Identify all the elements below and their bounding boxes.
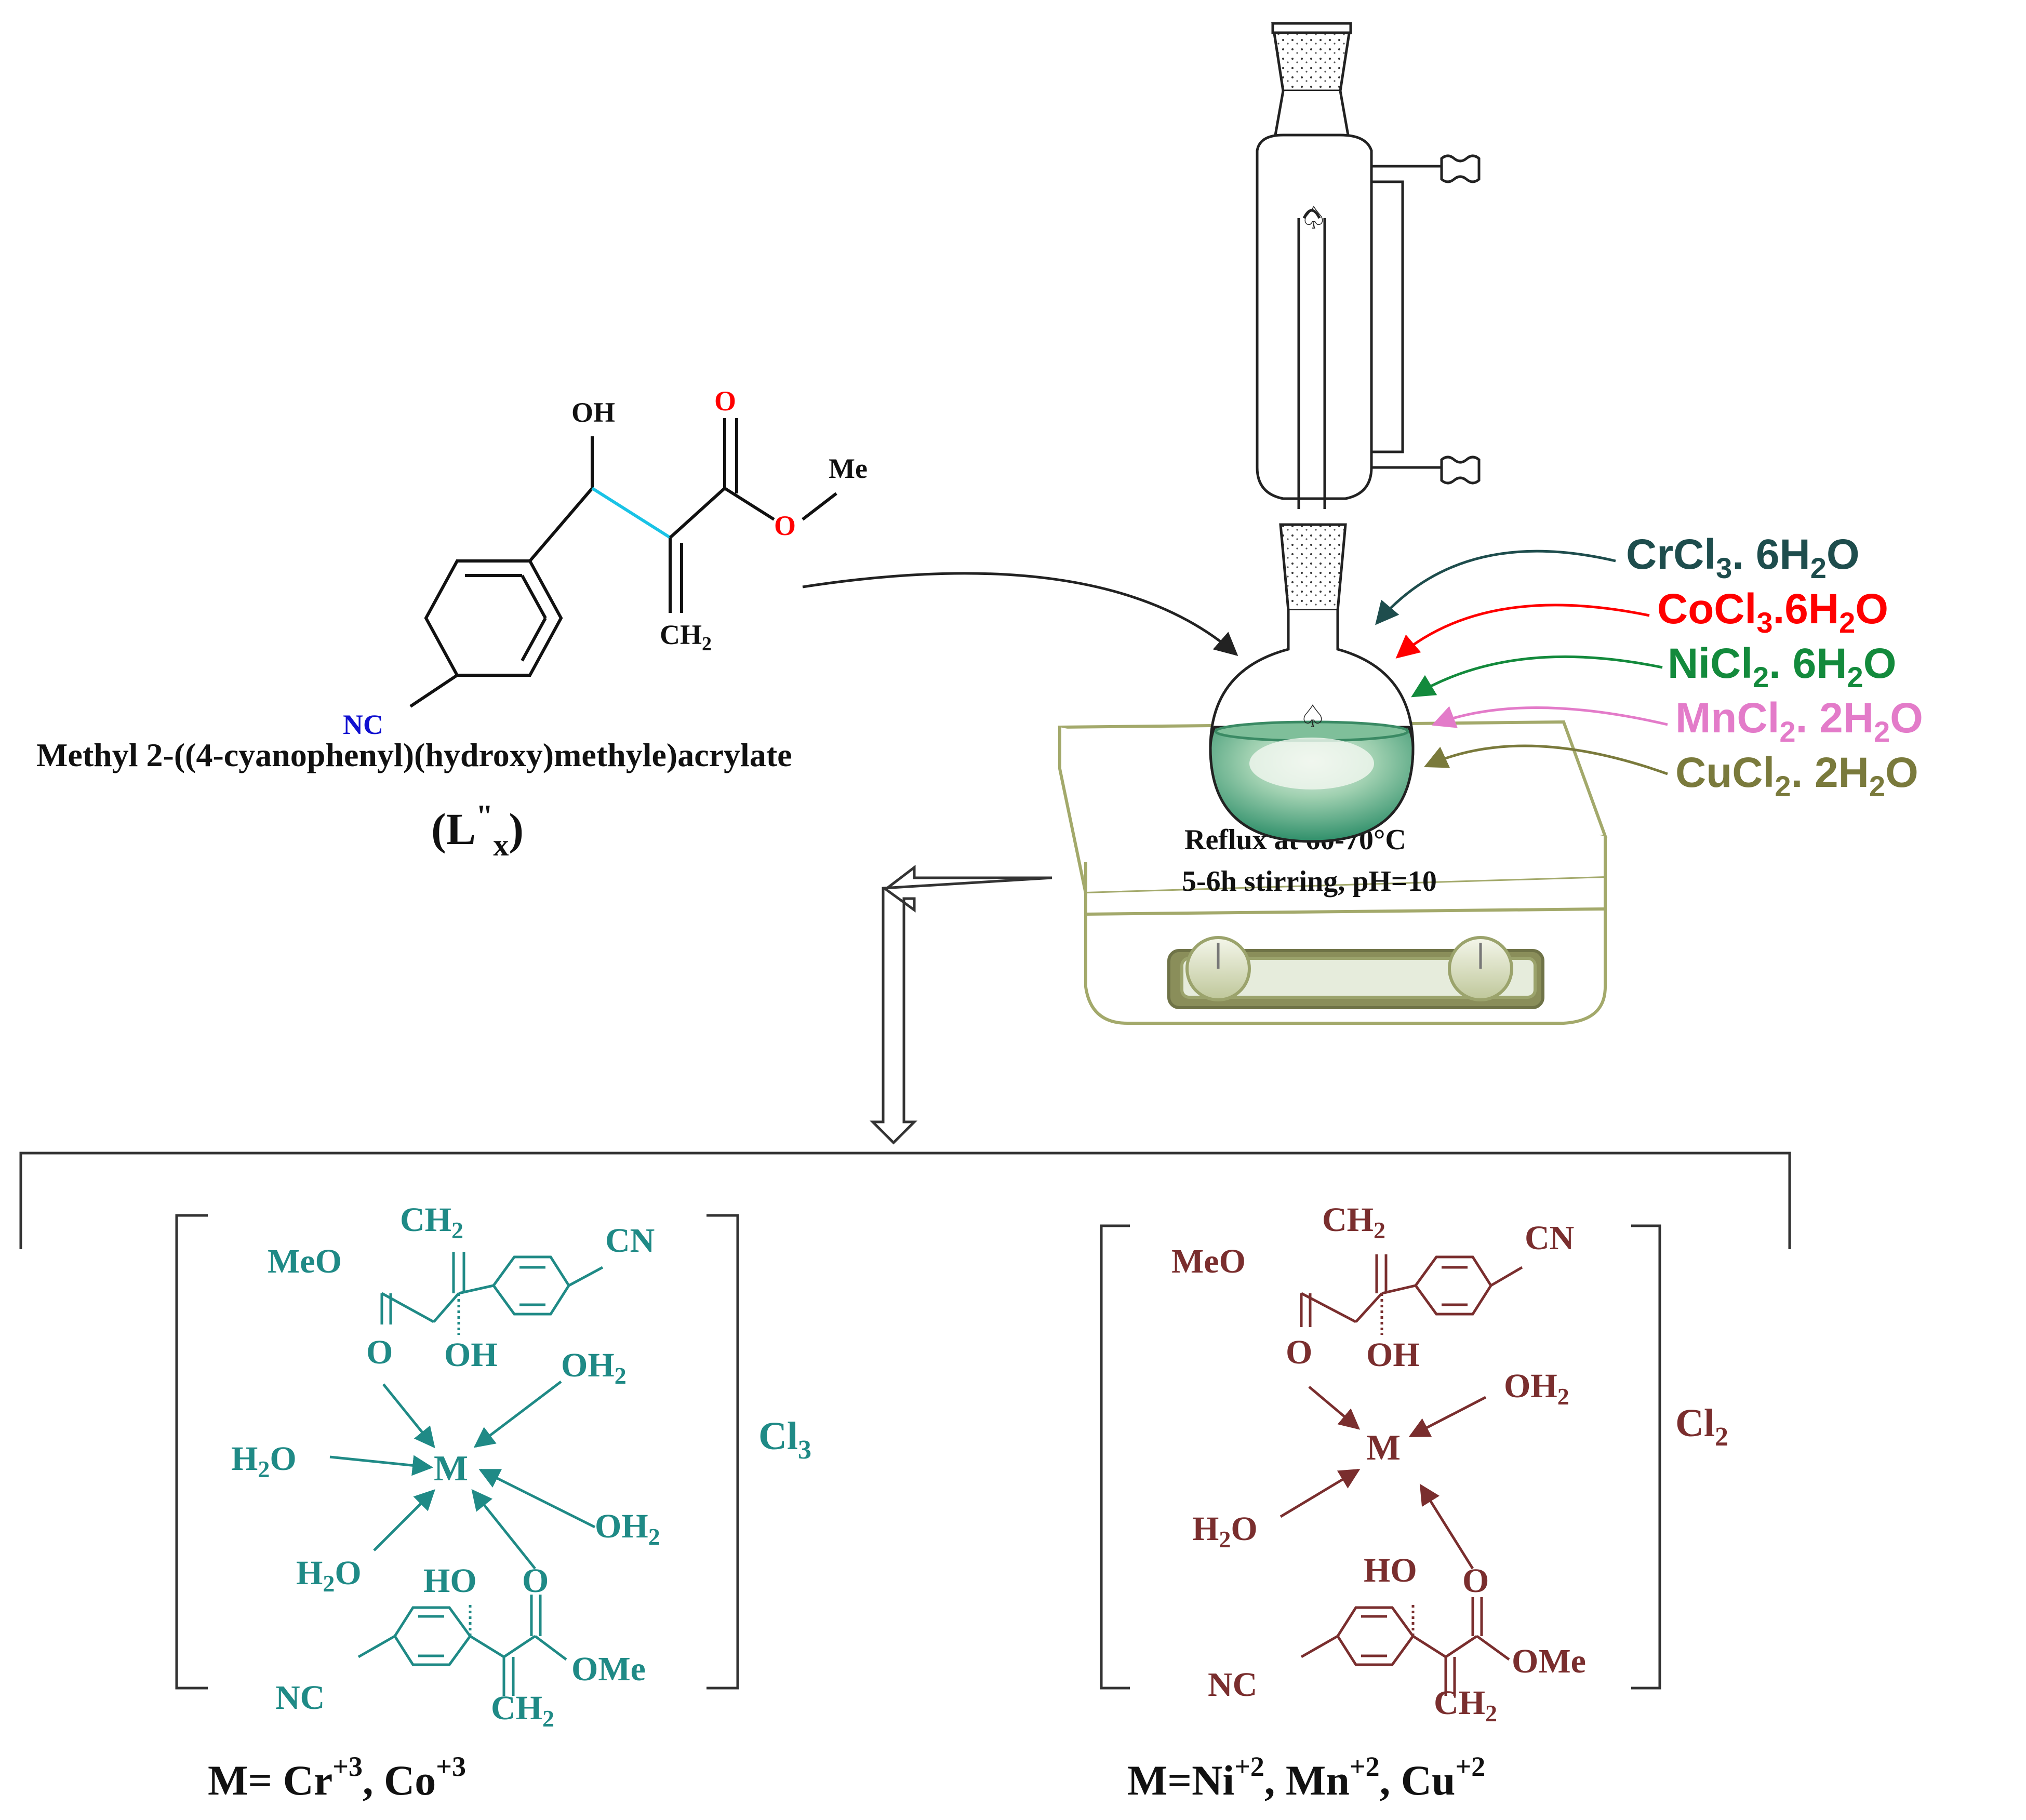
c1-ch2-bot: CH2 bbox=[491, 1689, 554, 1732]
spade-glyph-condenser: ♤ bbox=[1300, 200, 1328, 235]
c2-o-top: O bbox=[1286, 1333, 1312, 1371]
c1-ho-bot: HO bbox=[423, 1562, 477, 1600]
ligand-carbonyl-o-label: O bbox=[714, 385, 736, 417]
c1-ome: OMe bbox=[571, 1650, 646, 1688]
hotplate-stirrer bbox=[1058, 720, 1608, 1025]
nicl2-label: NiCl2. 6H2O bbox=[1668, 640, 1897, 693]
c1-oh2-a: OH2 bbox=[561, 1346, 627, 1389]
ligand-addition-arrow bbox=[802, 572, 1238, 656]
c2-nc-bot: NC bbox=[1208, 1666, 1257, 1704]
c2-ch2-bot: CH2 bbox=[1434, 1684, 1497, 1727]
mncl2-arrow bbox=[1431, 706, 1668, 728]
round-bottom-flask bbox=[1209, 610, 1415, 843]
c1-oh2-b: OH2 bbox=[595, 1507, 660, 1550]
process-flow-arrow bbox=[869, 864, 1052, 1145]
c2-meo: MeO bbox=[1171, 1242, 1246, 1280]
complex1-right-bracket bbox=[707, 1214, 739, 1690]
c1-h2o-a: H2O bbox=[231, 1440, 297, 1482]
c2-oh-top: OH bbox=[1366, 1336, 1420, 1374]
complex2-left-bracket bbox=[1100, 1224, 1130, 1690]
c1-ch2-top: CH2 bbox=[400, 1201, 463, 1243]
c1-o-bot: O bbox=[522, 1562, 549, 1600]
ligand-methyl-label: Me bbox=[829, 453, 868, 484]
ligand-code: (L"x) bbox=[431, 799, 524, 862]
reflux-condenser bbox=[1256, 22, 1481, 612]
c2-ch2-top: CH2 bbox=[1322, 1201, 1385, 1243]
cocl3-label: CoCl3.6H2O bbox=[1657, 585, 1888, 639]
spade-glyph-flask: ♤ bbox=[1299, 699, 1327, 734]
nicl2-arrow bbox=[1411, 655, 1663, 698]
mncl2-label: MnCl2. 2H2O bbox=[1675, 694, 1923, 748]
cocl3-arrow bbox=[1395, 604, 1650, 659]
c1-meo: MeO bbox=[268, 1242, 342, 1280]
c2-cn-top: CN bbox=[1525, 1219, 1574, 1257]
c2-ho-bot: HO bbox=[1364, 1551, 1417, 1589]
c1-h2o-b: H2O bbox=[296, 1554, 362, 1597]
ligand-structure bbox=[409, 418, 837, 708]
c2-metal: M bbox=[1366, 1428, 1401, 1468]
ligand-ester-o-label: O bbox=[774, 510, 796, 541]
c1-counter-ion: Cl3 bbox=[758, 1414, 811, 1465]
ligand-benzene-ring bbox=[424, 559, 563, 677]
crcl3-arrow bbox=[1375, 550, 1616, 625]
complex1-left-bracket bbox=[175, 1214, 208, 1690]
ligand-ch2-label: CH2 bbox=[660, 619, 712, 655]
c1-oh-top: OH bbox=[444, 1336, 498, 1374]
c1-metal-label: M= Cr+3, Co+3 bbox=[208, 1751, 466, 1804]
ligand-oh-label: OH bbox=[571, 397, 615, 428]
ligand-name: Methyl 2-((4-cyanophenyl)(hydroxy)methyl… bbox=[36, 737, 792, 773]
c2-o-bot: O bbox=[1462, 1562, 1489, 1600]
complex-ni-mn-cu: CH2 CN MeO O OH OH2 M H2O HO O NC OMe CH… bbox=[1100, 1201, 1728, 1804]
complex-cr-co: CH2 CN MeO O OH OH2 H2O M OH2 H2O HO O N… bbox=[175, 1201, 811, 1804]
c1-o-top: O bbox=[366, 1333, 393, 1371]
complex2-right-bracket bbox=[1631, 1224, 1661, 1690]
c1-nc-bot: NC bbox=[275, 1679, 325, 1717]
crcl3-label: CrCl3. 6H2O bbox=[1626, 531, 1860, 584]
c2-metal-label: M=Ni+2, Mn+2, Cu+2 bbox=[1127, 1751, 1485, 1804]
c2-ome: OMe bbox=[1512, 1642, 1586, 1680]
products-bracket bbox=[19, 1152, 1791, 1249]
c1-metal: M bbox=[434, 1449, 468, 1489]
c2-counter-ion: Cl2 bbox=[1675, 1401, 1728, 1452]
c1-cn-top: CN bbox=[605, 1222, 655, 1260]
ligand-nc-label: NC bbox=[343, 709, 383, 740]
condition-line-2: 5-6h stirring, pH=10 bbox=[1182, 865, 1437, 898]
c2-oh2-a: OH2 bbox=[1504, 1367, 1569, 1410]
cucl2-label: CuCl2. 2H2O bbox=[1675, 749, 1918, 802]
cucl2-arrow bbox=[1423, 744, 1668, 775]
c2-h2o: H2O bbox=[1192, 1510, 1258, 1553]
